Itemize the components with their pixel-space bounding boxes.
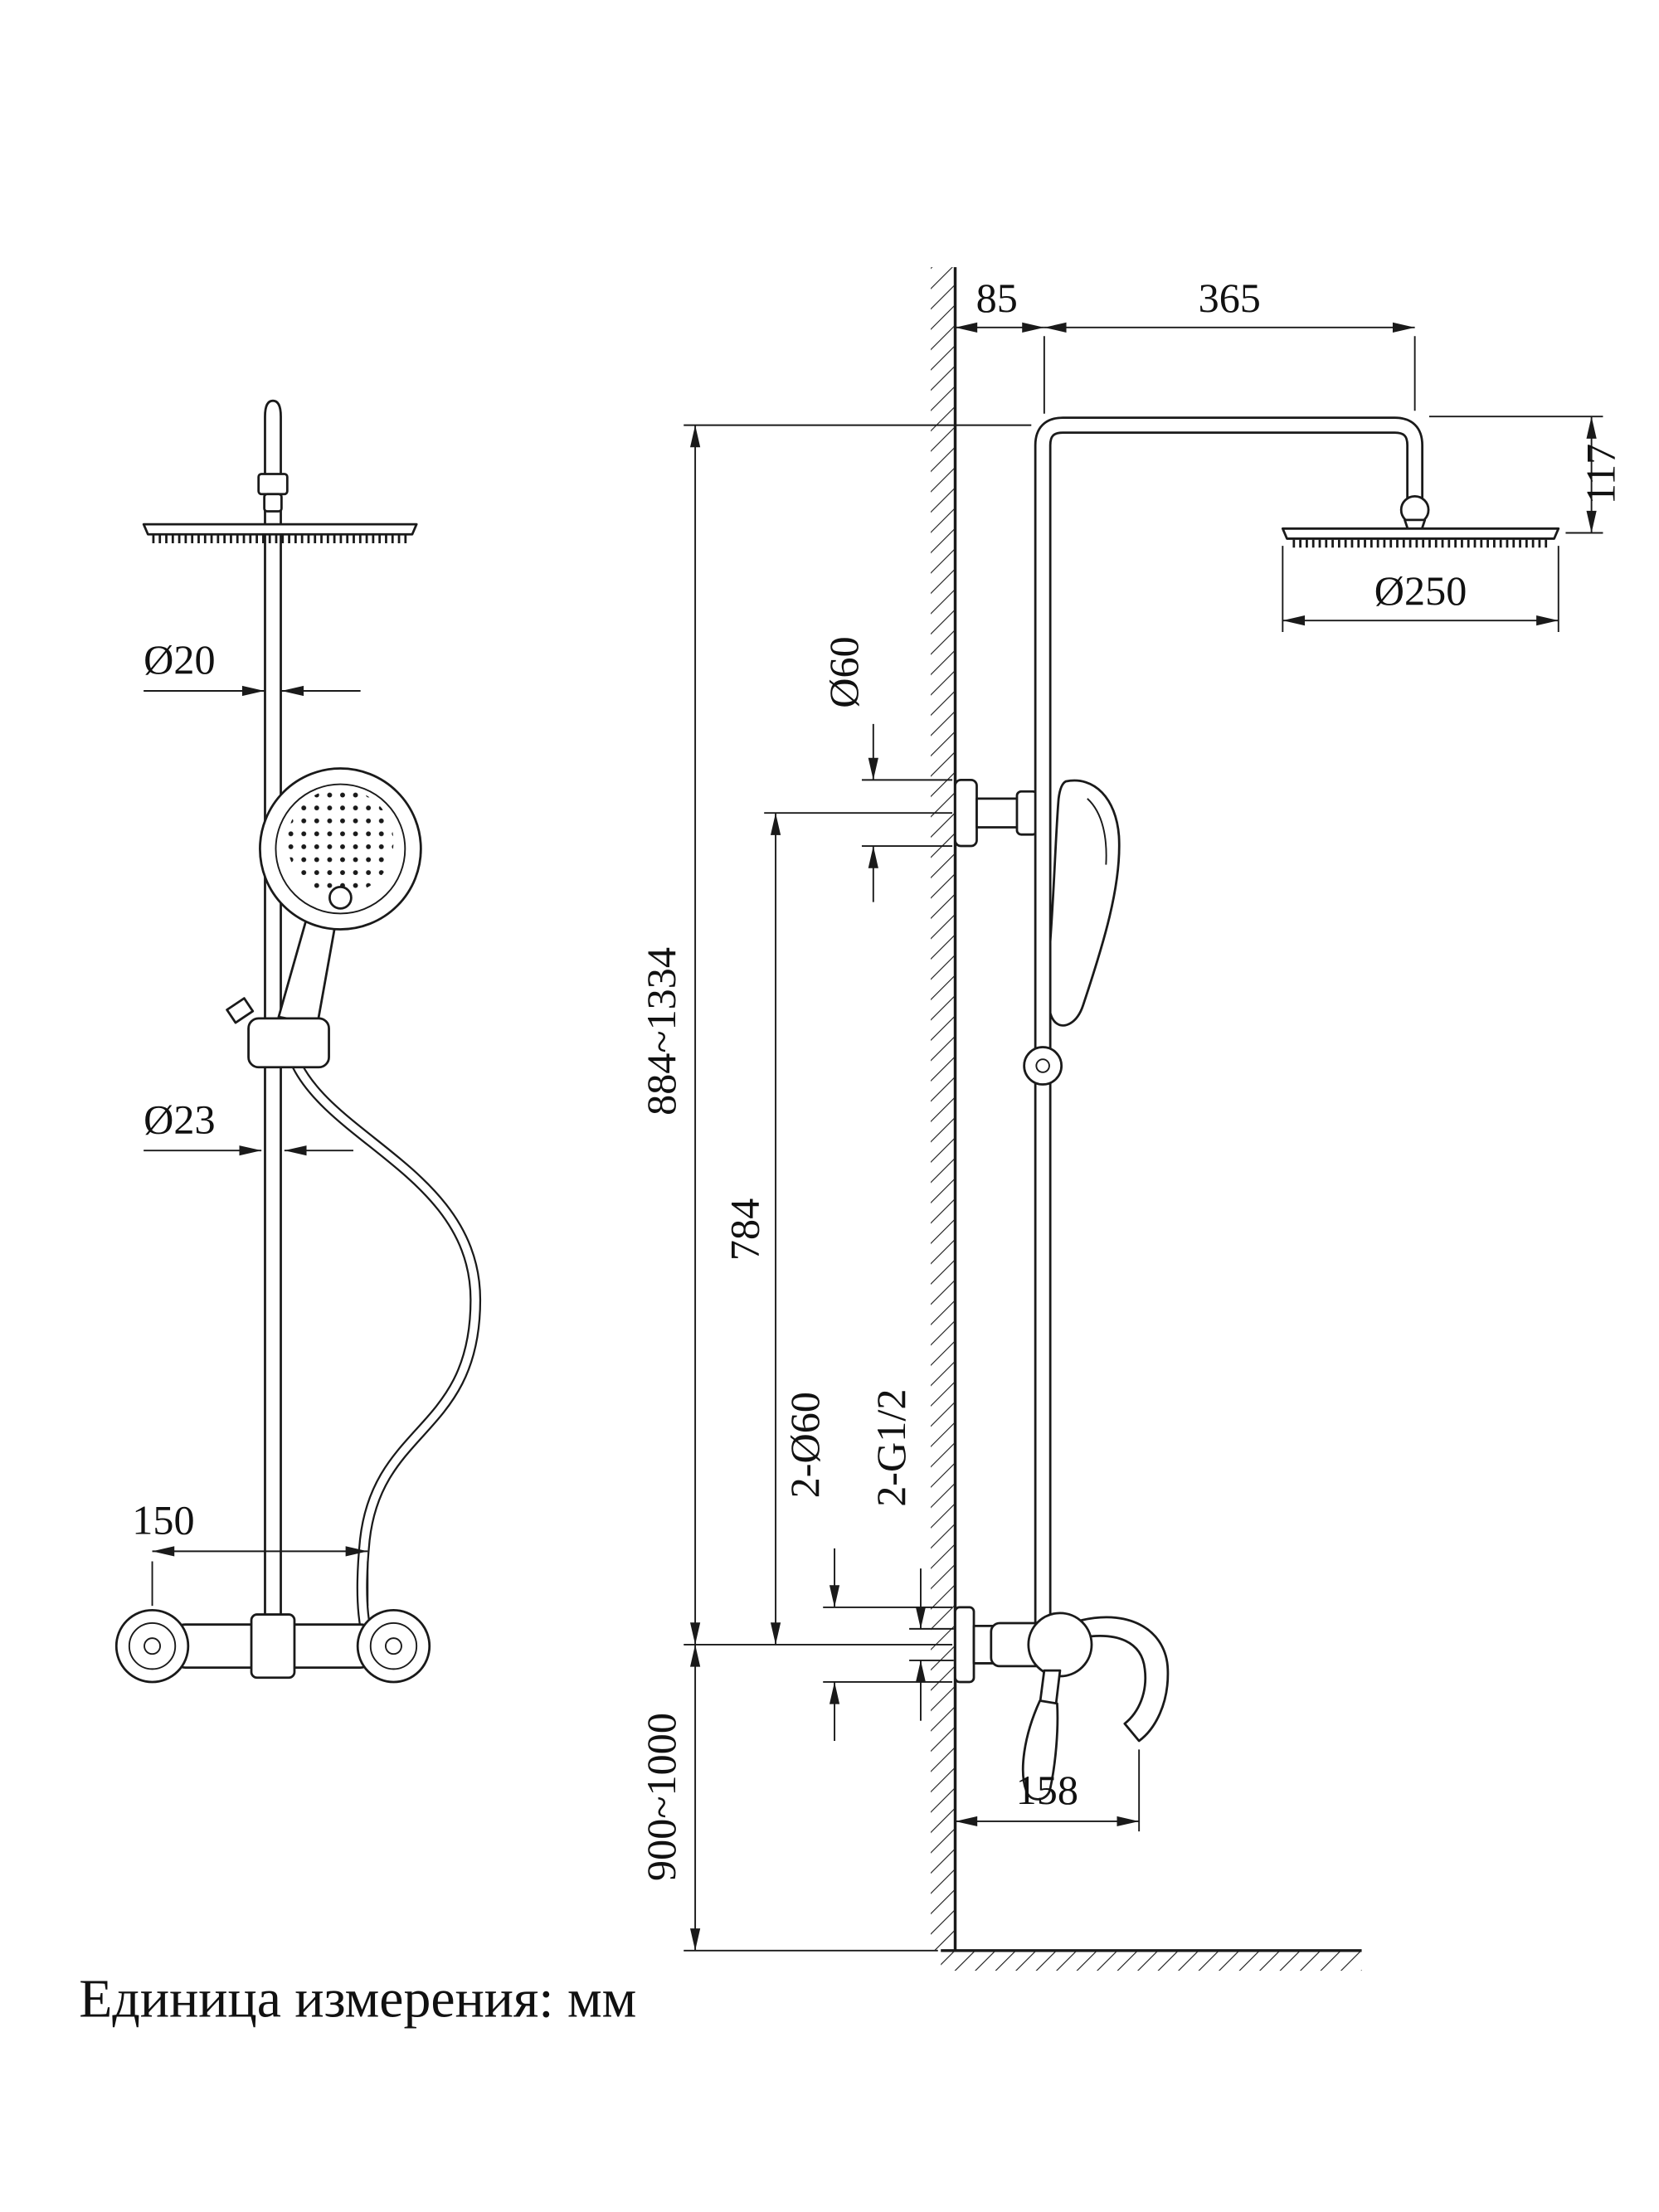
dim-label-arm-length: 365 (1199, 275, 1261, 321)
rain-head-front (142, 523, 418, 536)
riser-pipe-front (264, 399, 282, 1621)
valve-cartridge (1027, 1612, 1093, 1678)
dim-head-diameter: Ø250 (1282, 546, 1559, 632)
dim-label-bracket-height: 784 (721, 1198, 767, 1261)
riser-and-arm-pipe (1034, 416, 1424, 1652)
dim-label-head-drop: 117 (1577, 444, 1623, 504)
slider-holder (247, 1017, 330, 1069)
dim-head-drop: 117 (1428, 416, 1623, 534)
holder-pin (226, 997, 255, 1024)
holder-knob (1023, 1046, 1063, 1086)
side-view: 85 365 117 Ø250 Ø60 (638, 267, 1623, 1971)
dim-bracket-height: 784 (721, 812, 953, 1645)
dim-spout-reach: 158 (955, 1749, 1141, 1832)
wall-bracket-flange (954, 778, 978, 848)
dim-label-pipe-diameter: Ø20 (144, 636, 215, 683)
units-note: Единица измерения: мм (79, 1968, 636, 2029)
dim-mount-height: 900~1000 (638, 1644, 938, 1952)
handle-lever (1021, 1699, 1059, 1801)
mode-button (328, 886, 353, 910)
dim-label-handle-spacing: 150 (132, 1497, 194, 1544)
wall-hatch (931, 267, 956, 1951)
front-view: Ø20 Ø23 150 (114, 399, 482, 1684)
dim-bracket-diameter: Ø60 (820, 636, 953, 902)
mixer-tee (250, 1613, 296, 1680)
wall-escutcheon (954, 1606, 975, 1684)
dim-label-bracket-diameter: Ø60 (820, 636, 867, 707)
dim-label-spout-reach: 158 (1016, 1767, 1078, 1813)
left-handle (114, 1608, 190, 1684)
right-handle (356, 1608, 431, 1684)
hand-shower-nozzles (287, 788, 394, 895)
hand-shower-side (1046, 779, 1121, 1027)
head-union-nut (257, 473, 289, 496)
dim-thread: 2-G1/2 (868, 1389, 954, 1721)
dim-label-wall-offset: 85 (976, 275, 1018, 321)
dim-label-thread: 2-G1/2 (868, 1389, 914, 1507)
dim-label-mount-height: 900~1000 (638, 1713, 684, 1881)
dim-escutcheons: 2-Ø60 (781, 1392, 953, 1741)
dim-arm-length: 365 (1044, 275, 1416, 411)
dim-handle-spacing: 150 (132, 1497, 369, 1607)
rain-head-side (1281, 527, 1560, 540)
spout (1080, 1616, 1170, 1743)
dim-label-head-diameter: Ø250 (1374, 567, 1467, 614)
dim-label-column-height: 884~1334 (638, 947, 684, 1116)
dim-pipe-diameter: Ø20 (144, 636, 361, 697)
hand-shower-handle (277, 919, 336, 1026)
dim-wall-offset: 85 (955, 275, 1045, 414)
dim-label-hose-diameter: Ø23 (144, 1096, 215, 1142)
bracket-nut (1015, 790, 1039, 836)
floor-hatch (941, 1950, 1362, 1971)
head-swivel (263, 493, 283, 513)
dim-label-escutcheons: 2-Ø60 (781, 1392, 828, 1498)
dim-hose-diameter: Ø23 (144, 1096, 353, 1156)
dim-column-height: 884~1334 (638, 424, 1032, 1646)
